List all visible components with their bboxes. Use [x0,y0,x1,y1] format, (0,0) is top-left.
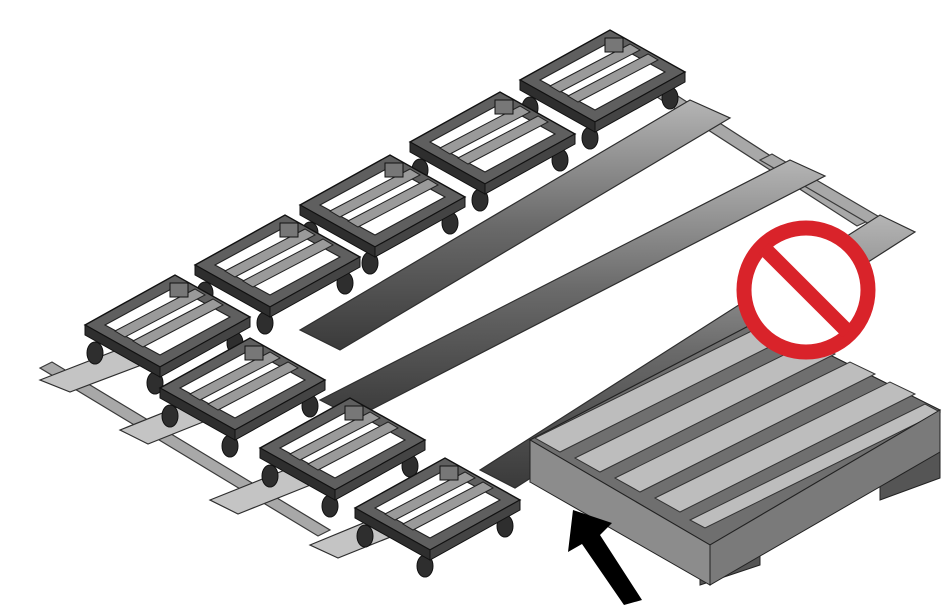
dolly-group [83,29,687,578]
dolly-frame-side [429,499,521,561]
dolly-frame-side [334,439,426,501]
dolly-inner-bar [328,168,422,218]
pallet [528,319,942,586]
dolly-inner-bar [131,298,225,348]
dolly-wheel [356,524,374,548]
dolly-inner-bar [241,238,335,288]
dolly-wheel [86,341,104,365]
dolly-frame-side [374,196,466,258]
dolly-caster-mount [344,405,364,421]
dolly-inner-bar [206,361,300,411]
dolly-wheel [261,464,279,488]
dolly-inner-bar [566,53,660,103]
pallet-board-4 [653,381,917,513]
dolly-caster-mount [244,345,264,361]
dolly-frame-side [269,256,361,318]
dolly-caster-mount [279,222,299,238]
dolly-2 [408,91,577,212]
dolly-frame-side [159,316,251,378]
dolly-inner-bar [188,351,282,401]
rail-1 [298,99,732,351]
dolly-inner-bar [456,115,550,165]
dolly-4 [193,214,362,335]
pallet-board-3 [613,361,877,493]
dolly-inner-bar [401,481,495,531]
dolly-caster-mount [169,282,189,298]
dolly-caster-mount [439,465,459,481]
dolly-caster-mount [604,37,624,53]
dolly-wheel [161,404,179,428]
dolly-inner-bar [288,411,382,461]
dolly-7 [258,397,427,518]
dolly-inner-bar [346,178,440,228]
dolly-inner-bar [306,421,400,471]
dolly-inner-bar [548,43,642,93]
dolly-caster-mount [384,162,404,178]
pallet-board-2 [573,341,837,473]
dolly-8 [353,457,522,578]
pallet-side-right [709,409,941,586]
dolly-frame-side [234,379,326,441]
dolly-frame-side [594,71,686,133]
dolly-5 [83,274,252,395]
dolly-frame-side [484,133,576,195]
dolly-inner-bar [113,288,207,338]
dolly-inner-bar [223,228,317,278]
dolly-6 [158,337,327,458]
direction-arrow-icon [568,510,642,605]
dolly-inner-bar [438,105,532,155]
dolly-inner-bar [383,471,477,521]
prohibition-icon [736,220,876,360]
dolly-caster-mount [494,99,514,115]
